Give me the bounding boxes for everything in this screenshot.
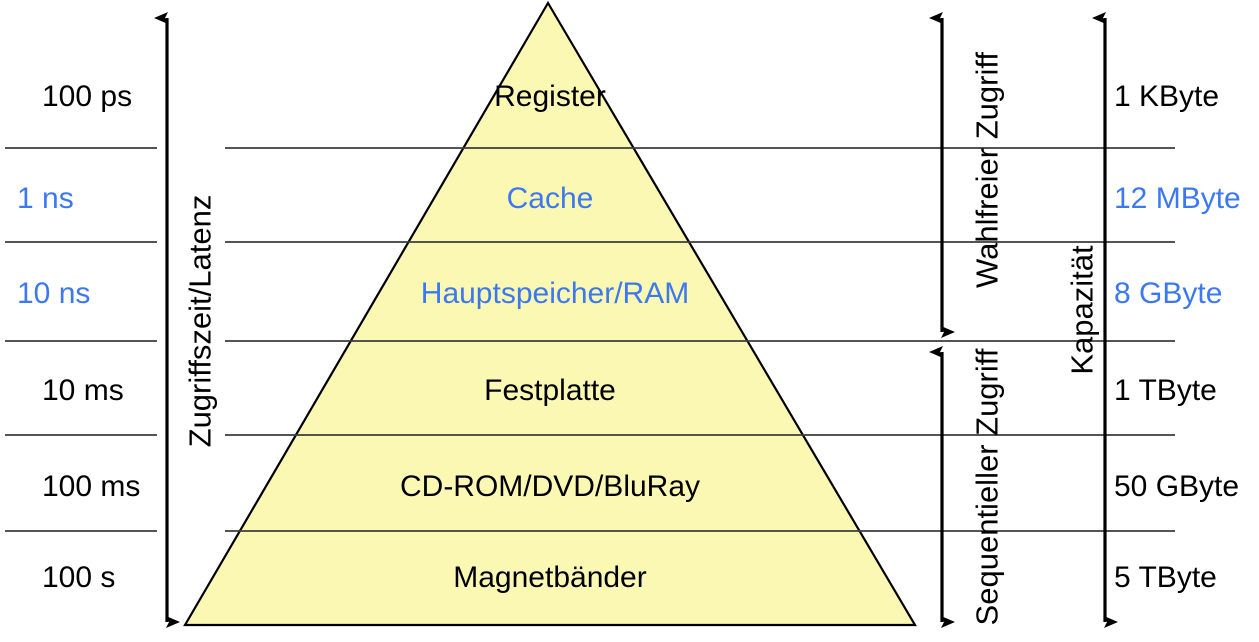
pyramid-shape xyxy=(183,0,917,627)
latency-value-tape: 100 s xyxy=(42,561,116,594)
tier-label-register: Register xyxy=(494,80,606,113)
capacity-value-optical: 50 GByte xyxy=(1114,470,1240,503)
latency-value-register: 100 ps xyxy=(42,80,133,113)
capacity-value-tape: 5 TByte xyxy=(1114,561,1217,594)
capacity-value-cache: 12 MByte xyxy=(1114,182,1241,215)
tier-label-cache: Cache xyxy=(506,182,594,215)
capacity-value-festplatte: 1 TByte xyxy=(1114,374,1217,407)
tier-divider-lines xyxy=(5,147,1175,532)
capacity-axis-label: Kapazität xyxy=(1064,245,1100,375)
capacity-value-hauptspeicher: 8 GByte xyxy=(1114,277,1223,310)
latency-value-cache: 1 ns xyxy=(17,182,74,215)
latency-value-optical: 100 ms xyxy=(42,470,141,503)
tier-label-tape: Magnetbänder xyxy=(453,561,647,594)
latency-value-festplatte: 10 ms xyxy=(42,374,124,407)
latency-axis-label: Zugriffszeit/Latenz xyxy=(182,194,218,448)
latency-value-hauptspeicher: 10 ns xyxy=(17,277,91,310)
tier-label-optical: CD-ROM/DVD/BluRay xyxy=(399,470,701,503)
random-access-label: Wahlfreier Zugriff xyxy=(969,51,1005,289)
sequential-access-label: Sequentieller Zugriff xyxy=(969,348,1005,626)
tier-label-hauptspeicher: Hauptspeicher/RAM xyxy=(420,277,690,310)
capacity-value-register: 1 KByte xyxy=(1114,80,1220,113)
tier-label-festplatte: Festplatte xyxy=(484,374,616,407)
